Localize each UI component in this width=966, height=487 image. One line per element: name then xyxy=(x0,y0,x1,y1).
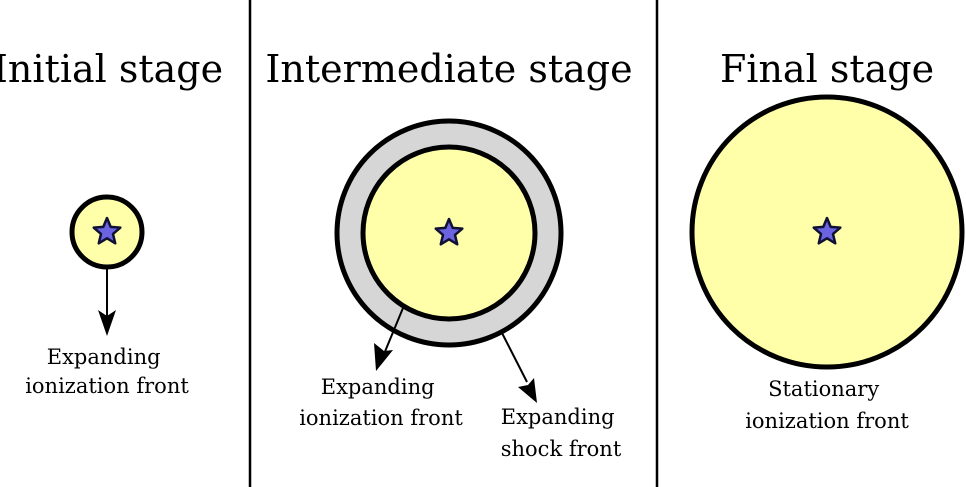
arrow-shock-front xyxy=(501,332,537,403)
panel-initial-stage: Initial stage Expanding ionization front xyxy=(0,47,223,398)
panel-title-intermediate: Intermediate stage xyxy=(265,47,632,91)
label-expanding-shock-front: Expanding shock front xyxy=(501,405,622,461)
label-expanding-ionization-front-initial: Expanding ionization front xyxy=(25,345,189,398)
label-expanding-ionization-front-intermediate: Expanding ionization front xyxy=(299,375,463,430)
panel-title-final: Final stage xyxy=(720,47,934,91)
arrow-ionization-front-initial xyxy=(98,268,116,336)
star-icon xyxy=(812,216,842,245)
arrow-ionization-front-intermediate xyxy=(374,307,404,371)
panel-final-stage: Final stage Stationary ionization front xyxy=(689,47,965,433)
label-stationary-ionization-front: Stationary ionization front xyxy=(745,377,909,433)
panel-intermediate-stage: Intermediate stage Expanding ionization … xyxy=(265,47,632,461)
star-icon xyxy=(92,216,122,245)
panel-title-initial: Initial stage xyxy=(0,47,223,91)
star-icon xyxy=(434,217,464,246)
